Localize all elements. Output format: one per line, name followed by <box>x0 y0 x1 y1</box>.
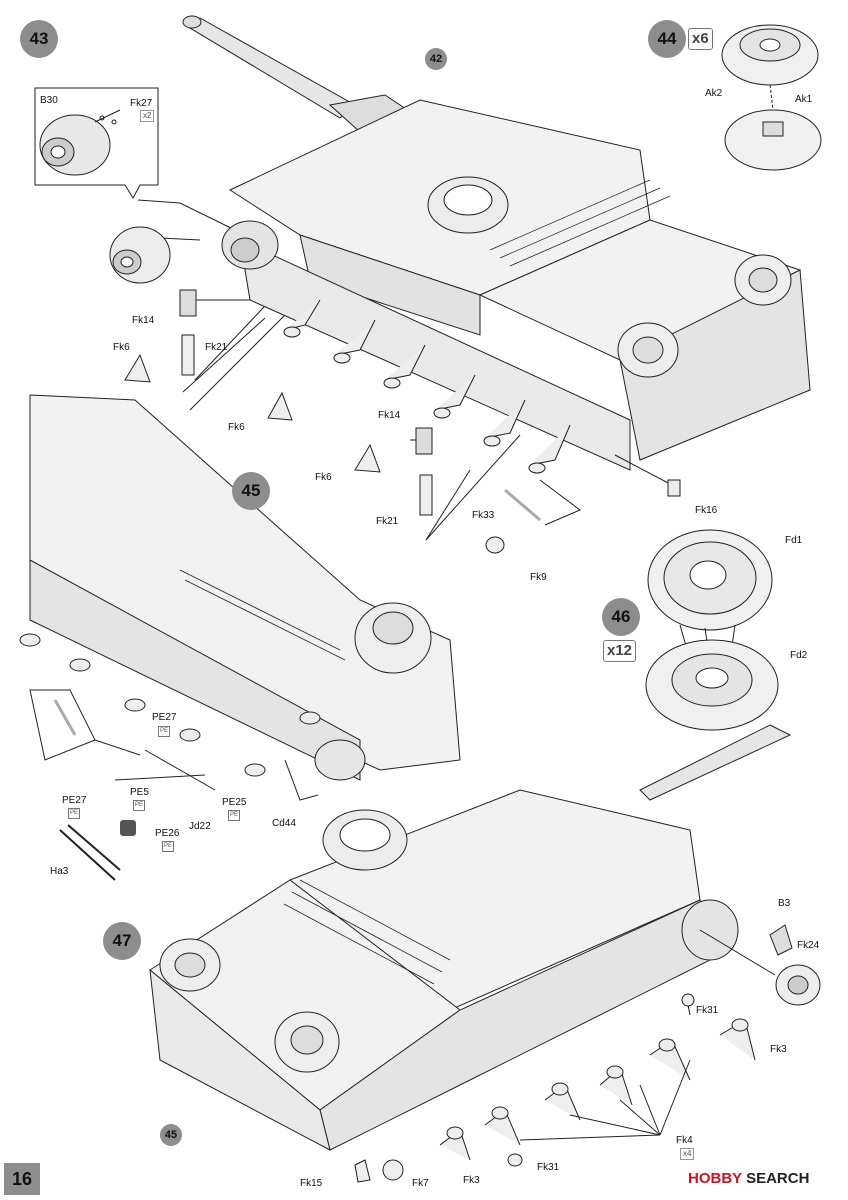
part-qty-fk4: x4 <box>680 1148 695 1160</box>
part-label-fk31-lower: Fk31 <box>537 1162 560 1173</box>
upper-suspension-arms <box>283 299 571 474</box>
part-label-pe26: PE26 <box>155 828 180 839</box>
part-label-ha3: Ha3 <box>50 866 69 877</box>
side-hull-grille <box>179 569 346 661</box>
fd2-road-wheel <box>645 639 779 731</box>
photoetch-icon: PE <box>228 810 240 821</box>
step-45-badge: 45 <box>232 472 270 510</box>
part-label-fk6-upper: Fk6 <box>113 342 130 353</box>
step-46-badge: 46 <box>602 598 640 636</box>
part-label-fd1: Fd1 <box>785 535 803 546</box>
part-label-fk24: Fk24 <box>797 940 820 951</box>
part-label-cd44: Cd44 <box>272 818 296 829</box>
part-qty-fk27: x2 <box>140 110 155 122</box>
part-label-fk4: Fk4 <box>676 1135 693 1146</box>
part-label-fk3-lower: Fk3 <box>463 1175 480 1186</box>
part-label-fk14-upper: Fk14 <box>132 315 155 326</box>
step-47-badge: 47 <box>103 922 141 960</box>
lower-grille-slats <box>283 879 451 985</box>
part-label-b30: B30 <box>40 95 58 106</box>
part-label-fk6-low: Fk6 <box>315 472 332 483</box>
photoetch-icon: PE <box>162 841 174 852</box>
side-hull-drawing <box>29 394 461 781</box>
part-label-ak1: Ak1 <box>795 94 813 105</box>
bend-instruction-icon <box>120 820 136 836</box>
part-label-fk21-upper: Fk21 <box>205 342 228 353</box>
part-label-fk16: Fk16 <box>695 505 718 516</box>
step-46-number: 46 <box>611 607 631 626</box>
ak2-wheel-hub <box>721 24 819 86</box>
part-label-fk21-mid: Fk21 <box>376 516 399 527</box>
part-label-fk6-mid: Fk6 <box>228 422 245 433</box>
part-label-fk7: Fk7 <box>412 1178 429 1189</box>
part-label-fk3-upper: Fk3 <box>770 1044 787 1055</box>
part-label-b3: B3 <box>778 898 791 909</box>
subassembly-45-callout: 45 <box>160 1124 182 1146</box>
part-label-pe5: PE5 <box>130 787 149 798</box>
step-44-number: 44 <box>657 29 677 48</box>
hobby-search-watermark: HOBBY SEARCH <box>688 1170 810 1187</box>
step-47-number: 47 <box>112 931 132 950</box>
b30-drive-sprocket-cover-detail <box>39 114 111 176</box>
side-suspension-arms <box>19 633 321 777</box>
page-number: 16 <box>4 1163 40 1195</box>
sprocket-cover-part <box>109 226 171 284</box>
part-label-fk33: Fk33 <box>472 510 495 521</box>
subassembly-42-callout: 42 <box>425 48 447 70</box>
part-label-fk31-upper: Fk31 <box>696 1005 719 1016</box>
step-43-badge: 43 <box>20 20 58 58</box>
step-44-multiplier: x6 <box>688 28 713 50</box>
ak1-wheel-hub <box>724 109 822 171</box>
part-label-fd2: Fd2 <box>790 650 808 661</box>
part-label-ak2: Ak2 <box>705 88 723 99</box>
part-label-fk9: Fk9 <box>530 572 547 583</box>
lower-hull-drawing <box>149 724 792 1151</box>
step-43-number: 43 <box>29 29 49 48</box>
lower-suspension-arms <box>439 1018 756 1161</box>
photoetch-icon: PE <box>133 800 145 811</box>
part-label-pe27-lower: PE27 <box>62 795 87 806</box>
part-label-fk27: Fk27 <box>130 98 153 109</box>
photoetch-icon: PE <box>68 808 80 819</box>
step-44-badge: 44 <box>648 20 686 58</box>
fd1-road-wheel <box>647 529 773 631</box>
part-label-fk15: Fk15 <box>300 1178 323 1189</box>
step-45-number: 45 <box>241 481 261 500</box>
part-label-fk14-mid: Fk14 <box>378 410 401 421</box>
part-label-pe27-upper: PE27 <box>152 712 177 723</box>
part-label-jd22: Jd22 <box>189 821 211 832</box>
part-label-pe25: PE25 <box>222 797 247 808</box>
upper-hull-drawing <box>182 15 811 471</box>
step-46-multiplier: x12 <box>603 640 637 662</box>
photoetch-icon: PE <box>158 726 170 737</box>
